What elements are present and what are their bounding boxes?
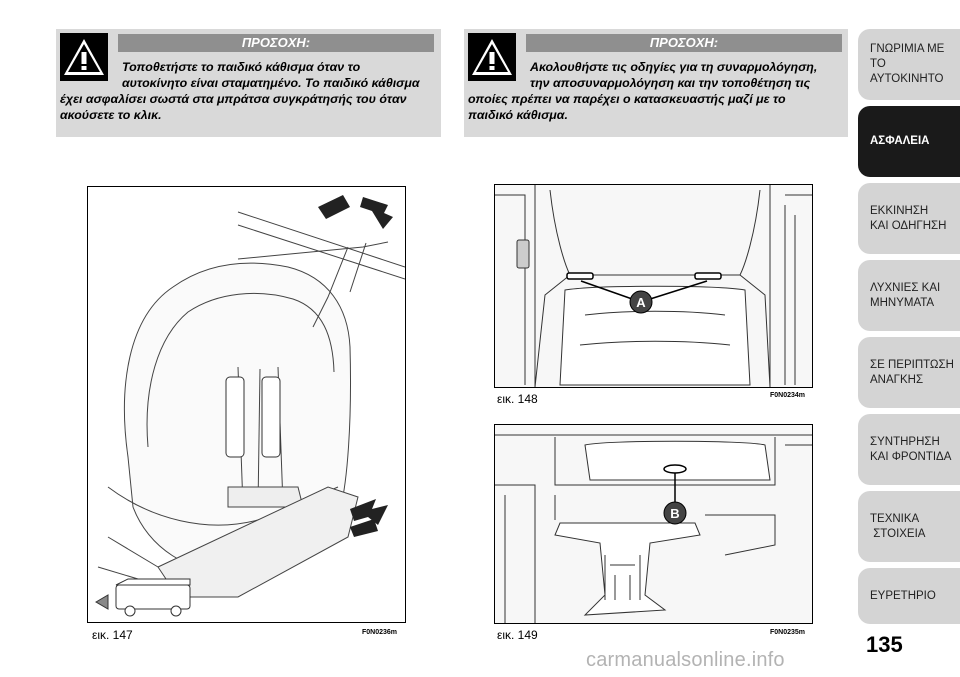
sidebar-tab-technical-data[interactable]: ΤΕΧΝΙΚΑ ΣΤΟΙΧΕΙΑ [858, 491, 960, 562]
warning-title: ΠΡΟΣΟΧΗ: [118, 34, 434, 52]
sidebar-tab-safety[interactable]: ΑΣΦΑΛΕΙΑ [858, 106, 960, 177]
figure-caption: εικ. 148 [497, 392, 538, 406]
warning-line: οποίες πρέπει να παρέχει ο κατασκευαστής… [468, 92, 786, 106]
warning-triangle-icon [60, 33, 108, 81]
marker-a [629, 290, 653, 314]
sidebar-tab-label: ΤΟ ΑΥΤΟΚΙΝΗΤΟ [870, 58, 944, 85]
figure-149-tether: B [494, 424, 813, 624]
sidebar-tab-maintenance[interactable]: ΣΥΝΤΗΡΗΣΗ ΚΑΙ ΦΡΟΝΤΙΔΑ [858, 414, 960, 485]
child-seat-illustration [95, 195, 405, 617]
sidebar-tab-label: ΛΥΧΝΙΕΣ ΚΑΙ [870, 281, 941, 294]
sidebar-tab-label: ΚΑΙ ΦΡΟΝΤΙΔΑ [870, 450, 952, 463]
figure-caption: εικ. 147 [92, 628, 133, 642]
sidebar-tab-label: ΓΝΩΡΙΜΙΑ ΜΕ [870, 43, 945, 55]
warning-line: Ακολουθήστε τις οδηγίες για τη συναρμολό… [530, 60, 818, 74]
warning-line: Τοποθετήστε το παιδικό κάθισμα όταν το [122, 60, 361, 74]
figure-147-child-seat [87, 186, 406, 623]
figure-code: F0N0235m [770, 629, 806, 636]
warning-box-left: ΠΡΟΣΟΧΗ: Τοποθετήστε το παιδικό κάθισμα … [56, 29, 441, 137]
marker-a-label: A [636, 295, 646, 310]
sidebar-tab-label: ΚΑΙ ΟΔΗΓΗΣΗ [870, 219, 947, 232]
sidebar-tab-label: ΣΕ ΠΕΡΙΠΤΩΣΗ [870, 358, 954, 371]
warning-text: Τοποθετήστε το παιδικό κάθισμα όταν το α… [60, 59, 440, 123]
warning-text: Ακολουθήστε τις οδηγίες για τη συναρμολό… [468, 59, 848, 123]
sidebar-tab-label: ΣΤΟΙΧΕΙΑ [870, 527, 926, 540]
sidebar-tab-label: ΜΗΝΥΜΑΤΑ [870, 296, 935, 309]
warning-line: ακούσετε το κλικ. [60, 108, 162, 122]
watermark: carmanualsonline.info [586, 649, 785, 671]
sidebar-tab-label: ΕΚΚΙΝΗΣΗ [870, 204, 929, 217]
sidebar-tab-label: ΑΣΦΑΛΕΙΑ [870, 135, 930, 147]
figure-code: F0N0236m [362, 629, 398, 636]
sidebar-tab-starting-driving[interactable]: ΕΚΚΙΝΗΣΗ ΚΑΙ ΟΔΗΓΗΣΗ [858, 183, 960, 254]
sidebar-tab-label: ΣΥΝΤΗΡΗΣΗ [870, 435, 940, 448]
sidebar-tab-label: ΕΥΡΕΤΗΡΙΟ [870, 589, 936, 602]
warning-line: παιδικό κάθισμα. [468, 108, 568, 122]
sidebar-tab-warning-lights[interactable]: ΛΥΧΝΙΕΣ ΚΑΙ ΜΗΝΥΜΑΤΑ [858, 260, 960, 331]
sidebar-tab-emergency[interactable]: ΣΕ ΠΕΡΙΠΤΩΣΗ ΑΝΑΓΚΗΣ [858, 337, 960, 408]
warning-box-right: ΠΡΟΣΟΧΗ: Ακολουθήστε τις οδηγίες για τη … [464, 29, 848, 137]
sidebar-tab-index[interactable]: ΕΥΡΕΤΗΡΙΟ [858, 568, 960, 624]
sidebar-tab-label: ΑΝΑΓΚΗΣ [870, 373, 924, 386]
marker-b-label: B [670, 506, 679, 521]
warning-line: αυτοκίνητο είναι σταματημένο. Το παιδικό… [122, 76, 420, 90]
warning-line: έχει ασφαλίσει σωστά στα μπράτσα συγκράτ… [60, 92, 407, 106]
marker-b [663, 501, 687, 525]
sidebar-tab-label: ΤΕΧΝΙΚΑ [870, 512, 920, 525]
figure-148-anchors: A [494, 184, 813, 388]
warning-line: την αποσυναρμολόγηση και την τοποθέτηση … [530, 76, 811, 90]
warning-triangle-icon [468, 33, 516, 81]
van-icon [95, 578, 191, 617]
page-number: 135 [866, 632, 903, 657]
figure-caption: εικ. 149 [497, 628, 538, 642]
figure-code: F0N0234m [770, 392, 806, 399]
sidebar-tab-getting-to-know[interactable]: ΓΝΩΡΙΜΙΑ ΜΕ ΤΟ ΑΥΤΟΚΙΝΗΤΟ [858, 29, 960, 100]
warning-title: ΠΡΟΣΟΧΗ: [526, 34, 842, 52]
